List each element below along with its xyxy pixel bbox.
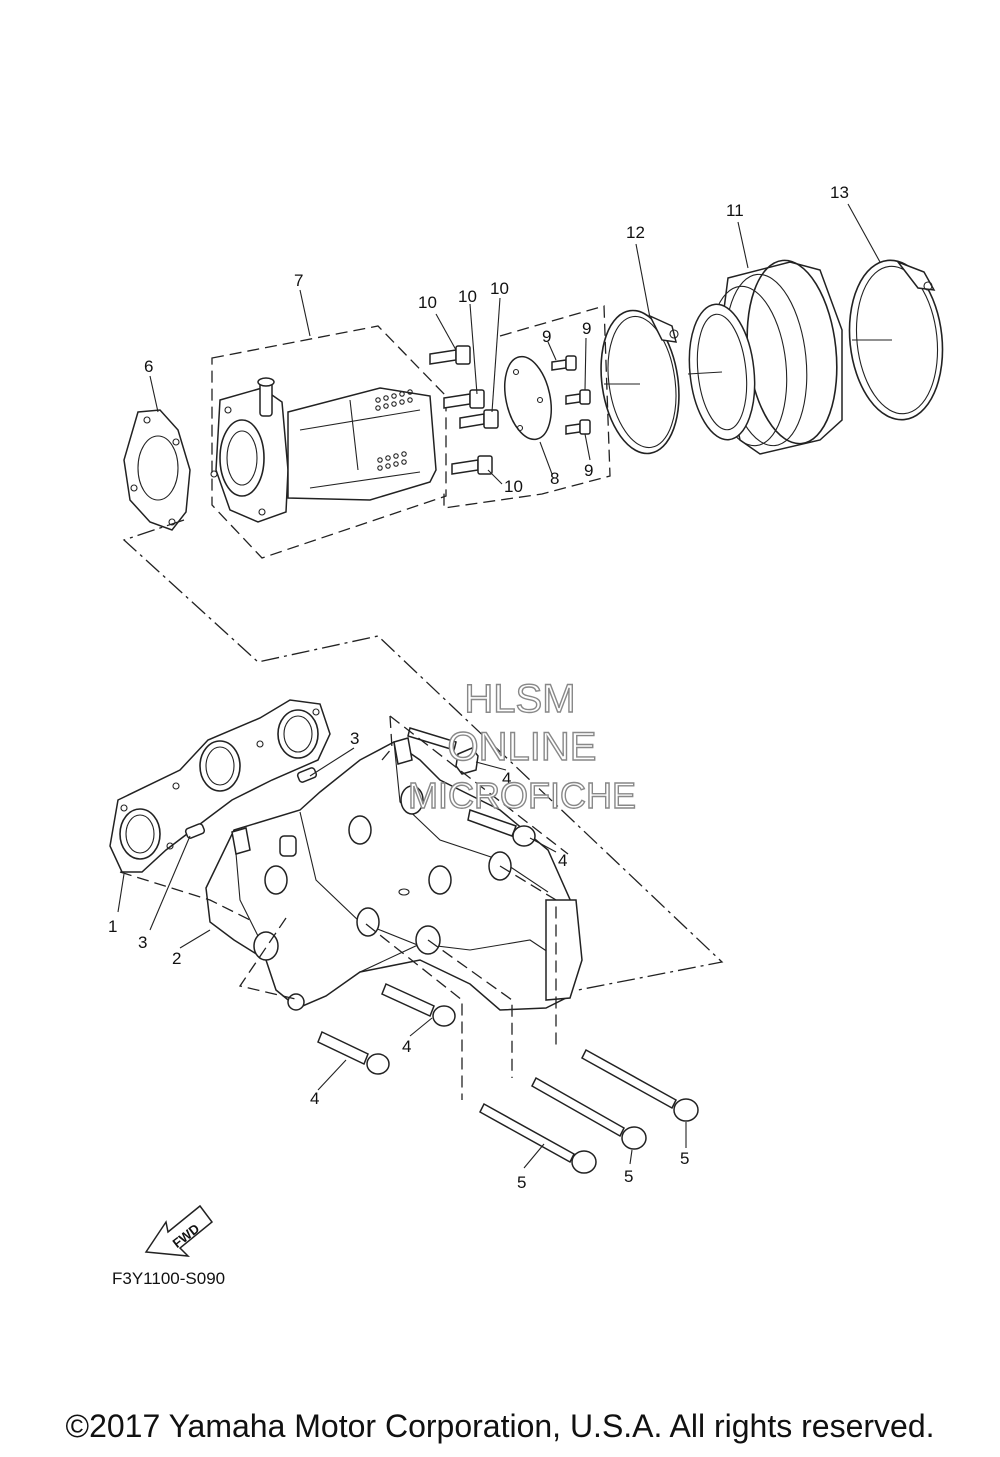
callout-5: 5 bbox=[680, 1149, 689, 1168]
callout-5: 5 bbox=[624, 1167, 633, 1186]
callout-9: 9 bbox=[584, 461, 593, 480]
manifold-2-drawing bbox=[205, 737, 583, 1011]
lower-leader-lines bbox=[117, 747, 687, 1169]
callout-10: 10 bbox=[490, 279, 509, 298]
callout-7: 7 bbox=[294, 271, 303, 290]
callout-10: 10 bbox=[418, 293, 437, 312]
callout-3: 3 bbox=[350, 729, 359, 748]
callout-12: 12 bbox=[626, 223, 645, 242]
fwd-arrow-icon: FWD bbox=[144, 1204, 214, 1257]
clamp-12-drawing bbox=[600, 309, 680, 455]
bolts-10-drawing bbox=[429, 345, 499, 475]
callout-4: 4 bbox=[402, 1037, 411, 1056]
drawing-code: F3Y1100-S090 bbox=[112, 1269, 225, 1288]
callout-3: 3 bbox=[138, 933, 147, 952]
assembly-8-9-boundary bbox=[443, 305, 611, 509]
nut-4-drawing bbox=[455, 747, 479, 775]
watermark: HLSM ONLINE MICROFICHE bbox=[407, 676, 636, 816]
bolts-5-drawing bbox=[479, 1048, 699, 1174]
callout-4: 4 bbox=[558, 851, 567, 870]
dowels-3-drawing bbox=[184, 767, 318, 839]
callout-10: 10 bbox=[458, 287, 477, 306]
upper-leader-lines bbox=[149, 203, 892, 485]
gasket-1-drawing bbox=[109, 699, 331, 873]
callouts: 1 2 3 3 4 4 4 4 5 5 5 6 7 8 9 9 9 10 10 … bbox=[108, 183, 849, 1192]
callout-8: 8 bbox=[550, 469, 559, 488]
assembly-7-boundary bbox=[211, 325, 447, 559]
callout-4: 4 bbox=[502, 769, 511, 788]
screws-9-drawing bbox=[551, 355, 591, 435]
callout-13: 13 bbox=[830, 183, 849, 202]
callout-10: 10 bbox=[504, 477, 523, 496]
plate-8-drawing bbox=[504, 355, 552, 441]
watermark-line2: ONLINE bbox=[448, 725, 597, 769]
callout-5: 5 bbox=[517, 1173, 526, 1192]
bolts-4-drawing bbox=[317, 727, 536, 1075]
bolt-dash-frames bbox=[119, 715, 569, 1100]
callout-2: 2 bbox=[172, 949, 181, 968]
muffler-7-drawing bbox=[210, 377, 437, 523]
callout-9: 9 bbox=[582, 319, 591, 338]
copyright-notice: ©2017 Yamaha Motor Corporation, U.S.A. A… bbox=[65, 1408, 935, 1444]
watermark-line3: MICROFICHE bbox=[408, 775, 636, 816]
callout-1: 1 bbox=[108, 917, 117, 936]
callout-4: 4 bbox=[310, 1089, 319, 1108]
callout-11: 11 bbox=[726, 201, 744, 220]
hose-11-drawing bbox=[688, 259, 843, 455]
callout-6: 6 bbox=[144, 357, 153, 376]
watermark-line1: HLSM bbox=[464, 677, 575, 721]
callout-9: 9 bbox=[542, 327, 551, 346]
clamp-13-drawing bbox=[848, 259, 944, 421]
gasket-6-drawing bbox=[123, 409, 191, 531]
